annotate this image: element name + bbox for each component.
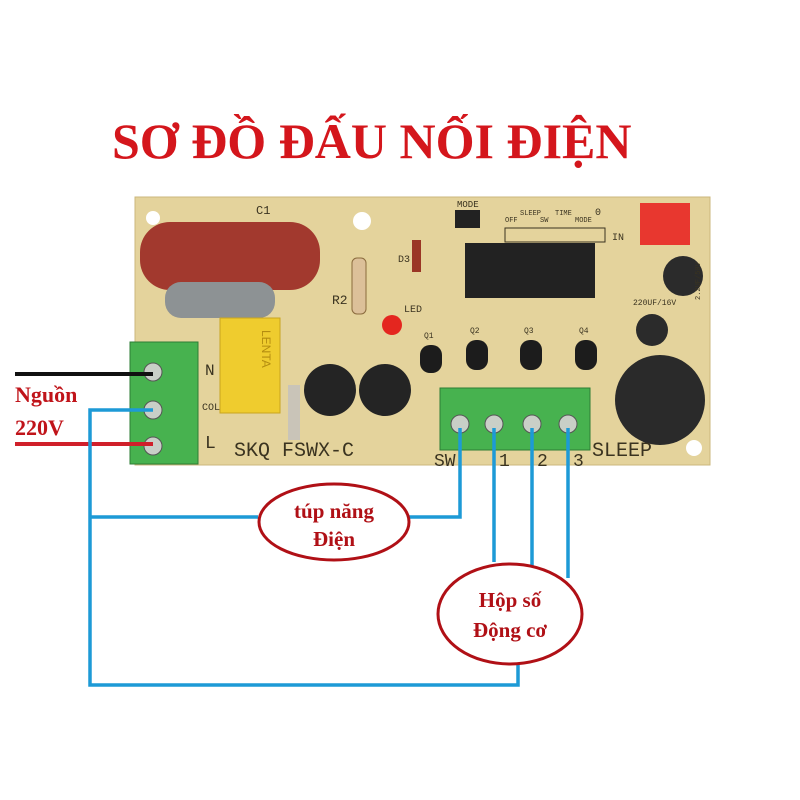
red-connector	[640, 203, 690, 245]
resistor-r1	[165, 282, 275, 318]
diagram-title: SƠ ĐỒ ĐẤU NỐI ĐIỆN	[112, 112, 632, 169]
ic-chip	[465, 243, 595, 298]
pcb-board: LENTA SKQ FSWX-C SLEEP N COL L R2 D3 LED…	[134, 196, 711, 466]
heater-oval	[257, 482, 411, 562]
pin-header	[504, 227, 606, 243]
cap2-value-label: 2.2UF/50V	[695, 261, 703, 300]
common-wire	[88, 408, 520, 687]
capacitor-c3	[359, 364, 411, 416]
heater-label-line1: túp năng	[294, 499, 374, 523]
heater-wire-right	[409, 428, 462, 519]
q2-label: Q2	[470, 327, 480, 336]
q4-label: Q4	[579, 327, 589, 336]
header-pin-label: OFF	[505, 217, 518, 225]
fuse	[288, 385, 300, 440]
terminal-label-3: 3	[573, 452, 584, 472]
power-label-line2: 220V	[15, 415, 64, 440]
cap-value-label: 220UF/16V	[633, 299, 676, 308]
power-label-line1: Nguồn	[15, 382, 77, 407]
header-pin-label: TIME	[555, 210, 572, 218]
header-pin-label: SLEEP	[520, 210, 541, 218]
board-model: SKQ FSWX-C	[234, 440, 354, 463]
terminal-label-1: 1	[499, 452, 510, 472]
motor-label-line1: Hộp số	[479, 588, 542, 612]
q3-label: Q3	[524, 327, 534, 336]
mode-label: MODE	[457, 200, 479, 210]
led	[382, 315, 402, 335]
terminal-labels: SW 1 2 3	[434, 452, 584, 472]
capacitor-c1	[140, 222, 320, 290]
diode-d3	[412, 240, 421, 272]
led-label: LED	[404, 305, 422, 316]
capacitor-small	[636, 314, 668, 346]
pin-col-label: COL	[202, 403, 220, 414]
buzzer	[615, 355, 705, 445]
pin-n-label: N	[205, 362, 215, 380]
capacitor-c2	[304, 364, 356, 416]
d3-label: D3	[398, 255, 410, 266]
resistor-r2	[351, 257, 367, 315]
x-capacitor	[219, 317, 281, 414]
capacitor	[663, 256, 703, 296]
motor-label-line2: Động cơ	[473, 618, 547, 642]
pin-l-label: L	[205, 434, 216, 454]
terminal-label-sw: SW	[434, 452, 456, 472]
sleep-label: SLEEP	[592, 440, 652, 463]
mode-jumper	[455, 210, 480, 228]
q1-label: Q1	[424, 332, 434, 341]
header-pin-label: MODE	[575, 217, 592, 225]
transistors	[420, 340, 597, 373]
c1-label: C1	[256, 204, 270, 218]
header-pin-label: SW	[540, 217, 549, 225]
heater-label-line2: Điện	[313, 527, 355, 551]
in-label: IN	[612, 233, 624, 244]
r2-label: R2	[332, 293, 348, 308]
motor-oval	[436, 562, 584, 666]
terminal-label-2: 2	[537, 452, 548, 472]
header-pin-label: 0	[595, 208, 601, 219]
lenta-label: LENTA	[259, 330, 273, 368]
